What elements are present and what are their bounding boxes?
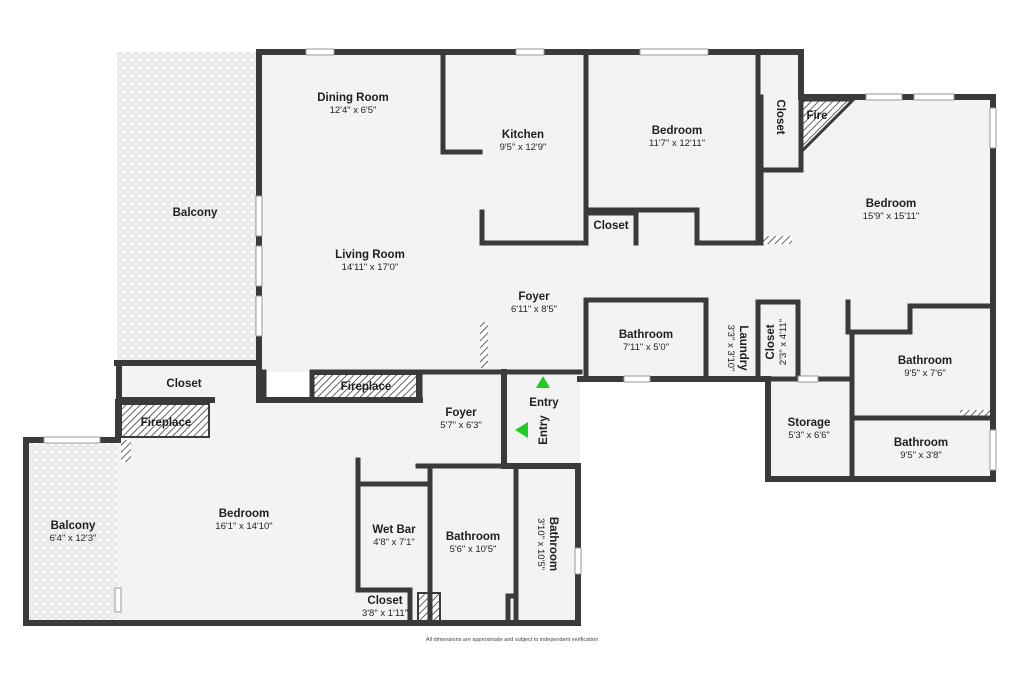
windows	[43, 48, 997, 613]
bathroom-bottom-label: Bathroom 5'6" x 10'5"	[445, 531, 501, 555]
interior-walls	[261, 49, 996, 626]
closet-bottom-label: Closet 3'8" x 1'11"	[361, 595, 409, 619]
kitchen-label: Kitchen 9'5" x 12'9"	[499, 129, 547, 153]
bathroom-right2-label: Bathroom 9'5" x 3'8"	[893, 437, 949, 461]
closet-left-label: Closet	[166, 378, 202, 390]
floor-areas	[118, 52, 994, 623]
small-hatch-d	[480, 322, 488, 368]
small-hatch-b	[762, 236, 792, 244]
entry-a-label: Entry	[529, 397, 559, 409]
entry-marker-left[interactable]	[515, 422, 528, 438]
fire-top-label: Fire	[806, 110, 828, 122]
closet-small-label: Closet 2'3" x 4'11"	[765, 318, 789, 366]
fireplace-left-label: Fireplace	[140, 417, 192, 429]
entry-b-label: Entry	[538, 415, 550, 445]
small-hatch-c	[960, 410, 992, 418]
bedroom-top-label: Bedroom 11'7" x 12'11"	[649, 125, 705, 149]
entry-marker-up[interactable]	[536, 376, 550, 388]
bedroom-bottom-label: Bedroom 16'1" x 14'10"	[215, 508, 273, 532]
closet-top-label: Closet	[774, 99, 786, 135]
disclaimer-note: All dimensions are approximate and subje…	[425, 637, 599, 643]
balcony-top-floor	[117, 52, 259, 363]
balcony-left-label: Balcony 6'4" x 12'3"	[49, 520, 97, 544]
laundry-label: Laundry 3'3" x 3'10"	[725, 324, 749, 372]
wet-bar-label: Wet Bar 4'8" x 7'1"	[372, 524, 416, 548]
foyer-small-label: Foyer 5'7" x 6'3"	[440, 407, 482, 431]
balcony-left-floor	[26, 440, 118, 623]
balcony-top-label: Balcony	[172, 207, 218, 219]
foyer-main-label: Foyer 6'11" x 8'5"	[510, 291, 558, 315]
storage-label: Storage 5'3" x 6'6"	[787, 417, 831, 441]
bathroom-right1-label: Bathroom 9'5" x 7'6"	[897, 355, 953, 379]
fireplace-mid-label: Fireplace	[340, 381, 392, 393]
fireplace-left-hatch	[120, 403, 210, 438]
bathroom-vert-label: Bathroom 3'10" x 10'5"	[535, 516, 559, 572]
living-room-label: Living Room 14'11" x 17'0"	[335, 249, 405, 273]
small-hatch-a	[121, 440, 131, 462]
bathroom-mid-label: Bathroom 7'11" x 5'0"	[618, 329, 674, 353]
closet-mid-label: Closet	[593, 220, 629, 232]
dining-room-label: Dining Room 12'4" x 6'5"	[317, 92, 389, 116]
bedroom-right-label: Bedroom 15'9" x 15'11"	[862, 198, 920, 222]
